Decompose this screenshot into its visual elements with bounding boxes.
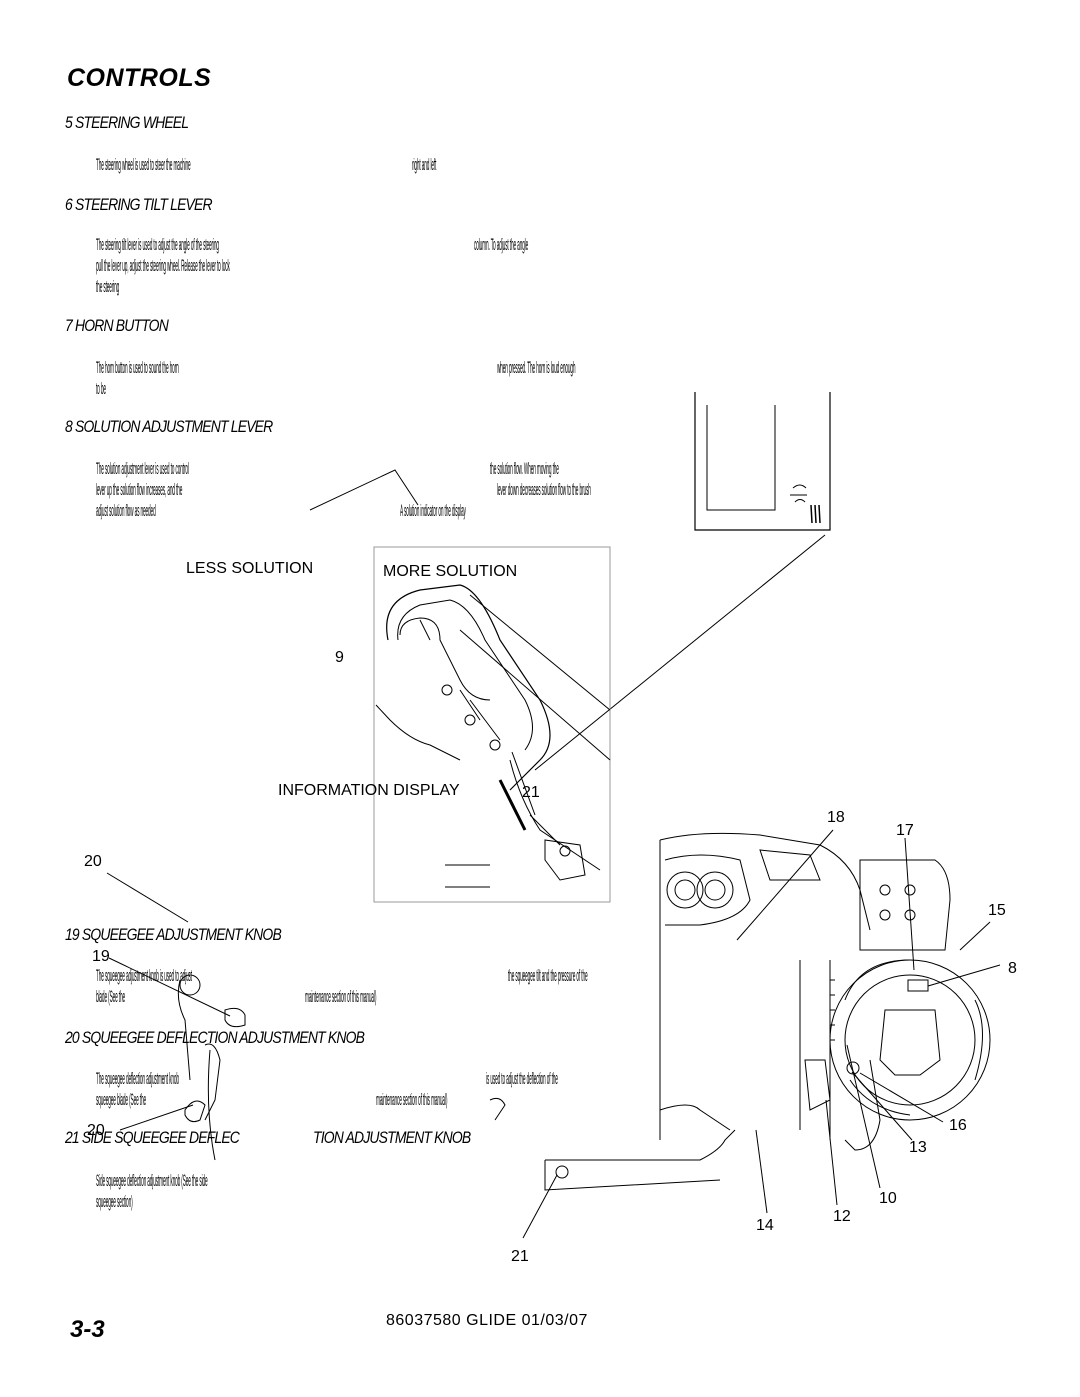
callout-20-bottom: 20 xyxy=(87,1122,105,1139)
document-footer: 86037580 GLIDE 01/03/07 xyxy=(386,1312,588,1329)
section-5-heading: 5 STEERING WHEEL xyxy=(65,113,189,132)
page-number: 3-3 xyxy=(70,1316,105,1343)
section-8-line-2: the solution flow. When moving the xyxy=(490,459,559,478)
section-19-heading: 19 SQUEEGEE ADJUSTMENT KNOB xyxy=(65,925,282,944)
callout-13: 13 xyxy=(909,1139,927,1156)
section-20-line-1: The squeegee deflection adjustment knob xyxy=(96,1069,179,1088)
callout-12: 12 xyxy=(833,1208,851,1225)
more-solution-label: MORE SOLUTION xyxy=(383,563,518,580)
section-19-line-3: blade (See the xyxy=(96,987,126,1006)
section-8-heading: 8 SOLUTION ADJUSTMENT LEVER xyxy=(65,417,273,436)
section-19-line-1: The squeegee adjustment knob is used to … xyxy=(96,966,192,985)
section-21-heading-left: 21 SIDE SQUEEGEE DEFLEC xyxy=(65,1128,240,1147)
callout-16: 16 xyxy=(949,1117,967,1134)
machine-illustration xyxy=(177,832,991,1191)
section-20-line-3: squeegee blade (See the xyxy=(96,1090,146,1109)
callout-17: 17 xyxy=(896,822,914,839)
section-8-line-4: lever down decreases solution flow to th… xyxy=(497,480,591,499)
callout-20-top: 20 xyxy=(84,853,102,870)
section-8-line-5: adjust solution flow as needed xyxy=(96,501,156,520)
callout-14: 14 xyxy=(756,1217,774,1234)
section-19-line-2: the squeegee tilt and the pressure of th… xyxy=(508,966,588,985)
section-6-line-3: pull the lever up, adjust the steering w… xyxy=(96,256,230,275)
section-20-line-2: is used to adjust the deflection of the xyxy=(486,1069,558,1088)
solution-lever-inset xyxy=(373,546,611,903)
section-20-line-4: maintenance section of this manual) xyxy=(376,1090,448,1109)
section-21-heading-right: TION ADJUSTMENT KNOB xyxy=(313,1128,471,1147)
section-19-line-4: maintenance section of this manual) xyxy=(305,987,377,1006)
information-display-label: INFORMATION DISPLAY xyxy=(278,782,460,799)
information-display-inset xyxy=(534,392,831,771)
section-6-line-1: The steering tilt lever is used to adjus… xyxy=(96,235,219,254)
callout-18: 18 xyxy=(827,809,845,826)
section-8-line-3: lever up the solution flow increases, an… xyxy=(96,480,183,499)
section-7-line-3: to be xyxy=(96,379,106,398)
less-solution-label: LESS SOLUTION xyxy=(186,560,314,577)
section-7-line-2: when pressed. The horn is loud enough xyxy=(497,358,576,377)
callout-10: 10 xyxy=(879,1190,897,1207)
callout-15: 15 xyxy=(988,902,1006,919)
section-5-line-1: The steering wheel is used to steer the … xyxy=(96,155,191,174)
section-7-heading: 7 HORN BUTTON xyxy=(65,316,169,335)
callout-21-bottom: 21 xyxy=(511,1248,529,1265)
section-6-heading: 6 STEERING TILT LEVER xyxy=(65,195,213,214)
callout-19: 19 xyxy=(92,948,110,965)
callout-8: 8 xyxy=(1008,960,1017,977)
callout-leaders xyxy=(106,829,1001,1239)
section-8-line-1: The solution adjustment lever is used to… xyxy=(96,459,189,478)
section-21-line-1: Side squeegee deflection adjustment knob… xyxy=(96,1171,208,1190)
section-8-line-6: A solution indicator on the display xyxy=(400,501,466,520)
section-21-line-2: squeegee section) xyxy=(96,1192,133,1211)
section-5-line-2: right and left xyxy=(412,155,437,174)
page-title: CONTROLS xyxy=(67,64,212,92)
section-6-line-2: column. To adjust the angle xyxy=(474,235,529,254)
callout-9: 9 xyxy=(335,649,344,666)
section-6-line-4: the steering xyxy=(96,277,120,296)
section-7-line-1: The horn button is used to sound the hor… xyxy=(96,358,179,377)
callout-21-top: 21 xyxy=(522,784,540,801)
section-20-heading: 20 SQUEEGEE DEFLECTION ADJUSTMENT KNOB xyxy=(65,1028,365,1047)
